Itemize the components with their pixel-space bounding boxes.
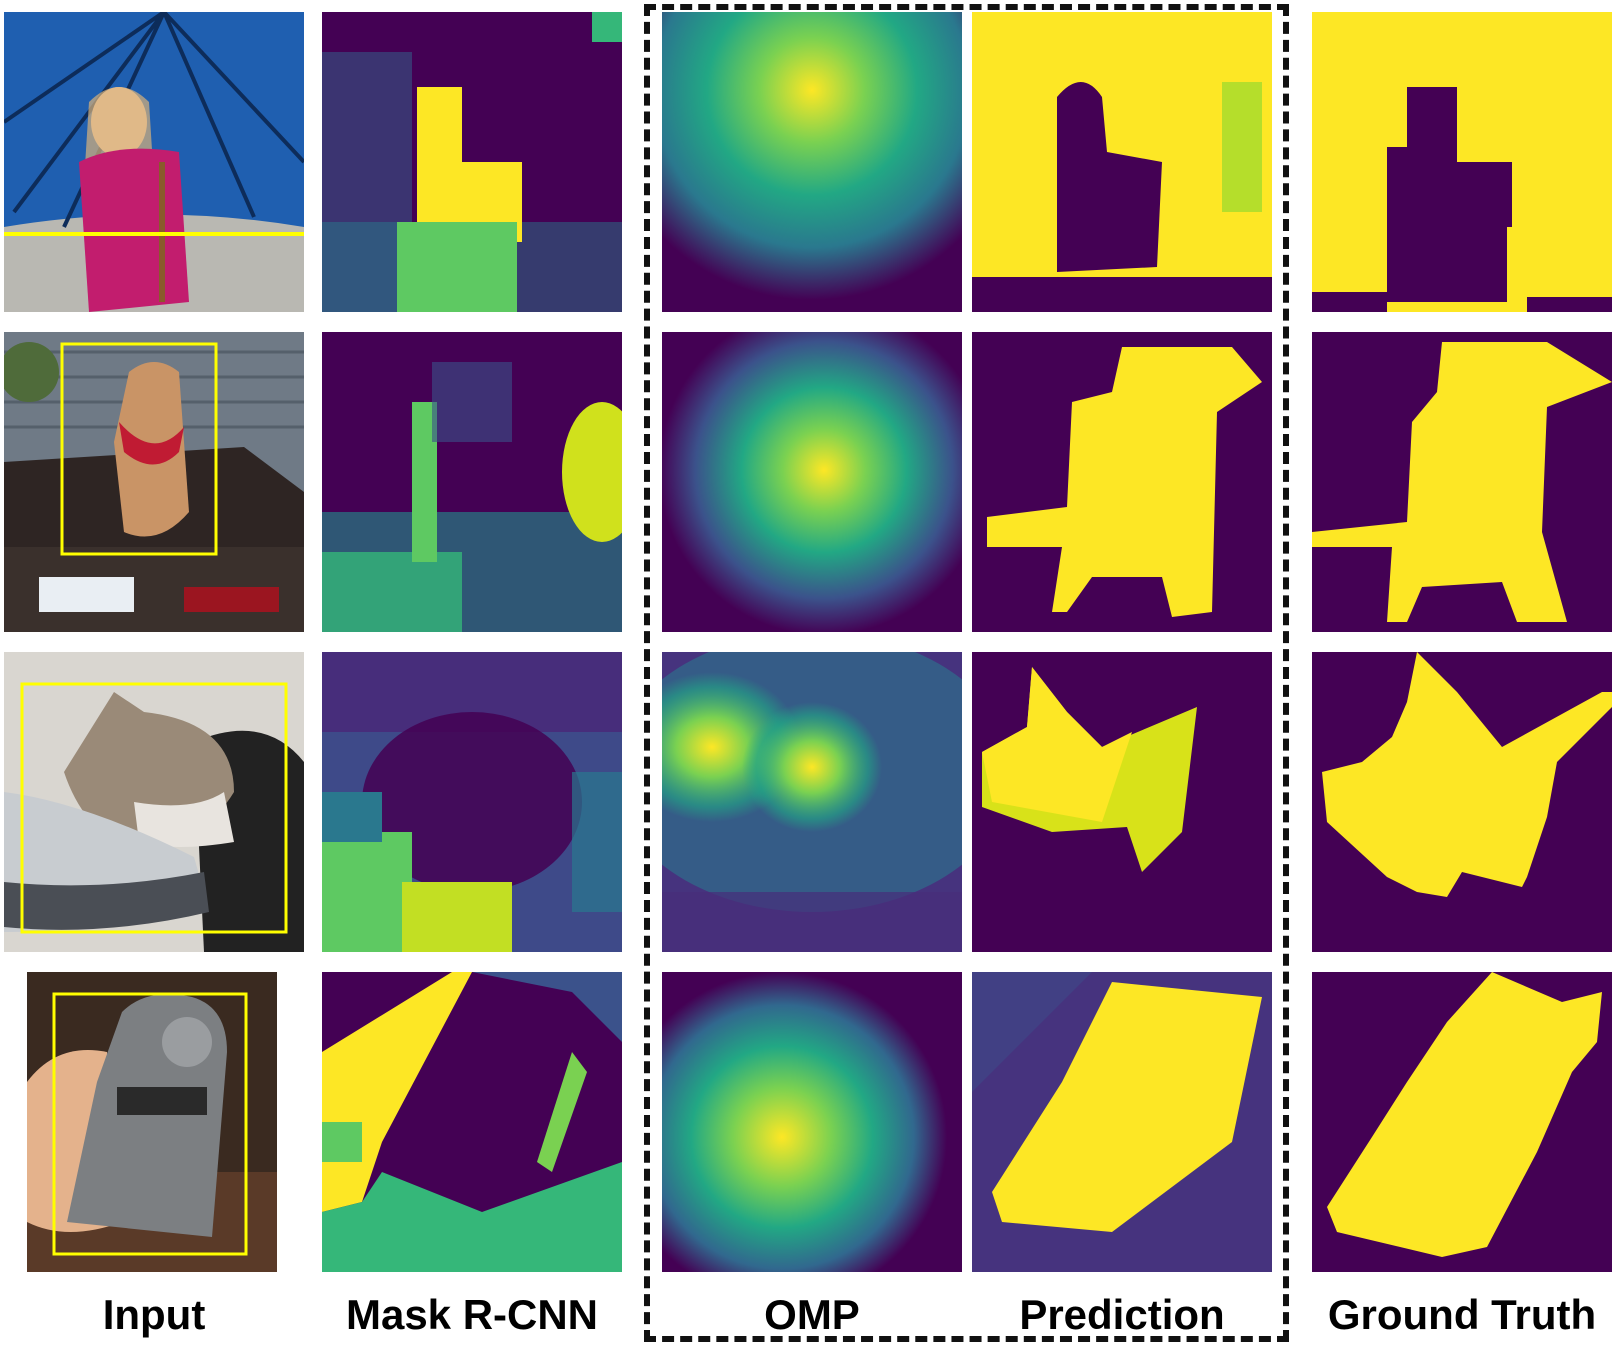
omp-map-row4 [662,972,962,1272]
input-image-row3 [4,652,304,952]
column-label-omp: OMP [764,1291,860,1338]
column-label-groundtruth: Ground Truth [1327,1291,1597,1338]
omp-prediction-group-border [644,4,1289,1342]
column-label-prediction: Prediction [1019,1291,1225,1338]
groundtruth-map-row4 [1312,972,1612,1272]
column-label-maskrcnn: Mask R-CNN [345,1291,599,1338]
omp-map-row2 [662,332,962,632]
column-label-input: Input [102,1291,206,1338]
input-image-row1 [4,12,304,312]
input-image-row4 [27,972,277,1272]
input-image-row2 [4,332,304,632]
maskrcnn-map-row3 [322,652,622,952]
groundtruth-map-row3 [1312,652,1612,952]
omp-map-row3 [662,652,962,952]
prediction-map-row1 [972,12,1272,312]
prediction-map-row2 [972,332,1272,632]
omp-map-row1 [662,12,962,312]
groundtruth-map-row2 [1312,332,1612,632]
prediction-map-row4 [972,972,1272,1272]
prediction-map-row3 [972,652,1272,952]
maskrcnn-map-row1 [322,12,622,312]
groundtruth-map-row1 [1312,12,1612,312]
maskrcnn-map-row2 [322,332,622,632]
maskrcnn-map-row4 [322,972,622,1272]
